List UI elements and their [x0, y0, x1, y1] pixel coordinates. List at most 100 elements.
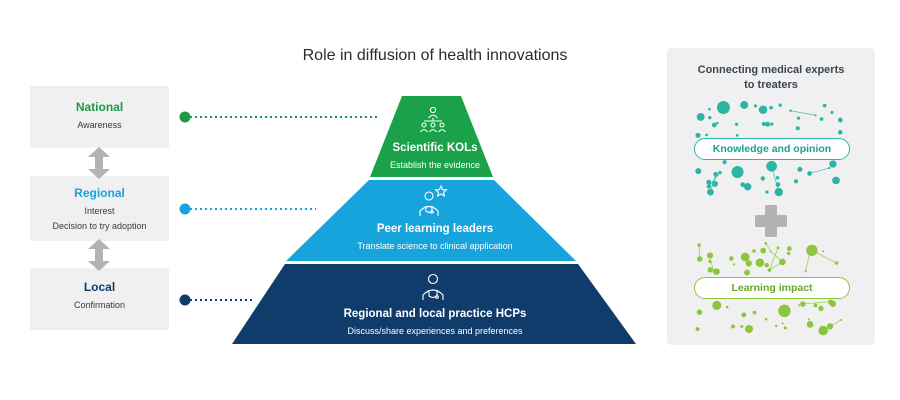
- network-node: [828, 300, 831, 303]
- network-node: [718, 170, 722, 175]
- network-node: [814, 114, 817, 117]
- tier-top-label: Scientific KOLs Establish the evidence: [370, 142, 500, 170]
- tier-description-bottom: Discuss/share experiences and preference…: [347, 326, 523, 336]
- network-node: [745, 325, 754, 334]
- network-node: [755, 258, 765, 268]
- teal-network-graphic: [695, 100, 843, 197]
- network-node: [733, 263, 736, 266]
- network-node: [774, 187, 783, 197]
- pyramid-tier-bottom: [232, 264, 636, 344]
- network-node: [822, 250, 825, 253]
- network-node: [800, 301, 806, 307]
- network-node: [765, 190, 769, 194]
- network-node: [765, 121, 771, 127]
- network-node: [796, 116, 801, 120]
- network-node: [826, 323, 834, 330]
- network-link: [769, 247, 779, 271]
- connector-dot-local: [179, 294, 191, 306]
- network-node: [696, 256, 703, 262]
- double-arrow-icon: [88, 239, 110, 271]
- tier-name-peer-learning-leaders: Peer learning leaders: [376, 223, 494, 235]
- network-node: [770, 122, 774, 126]
- network-node: [789, 109, 792, 113]
- panel-title: Connecting medical experts to treaters: [667, 63, 875, 93]
- network-node: [786, 246, 792, 251]
- network-node: [837, 129, 843, 135]
- network-node: [764, 317, 768, 321]
- level-stage-awareness: Awareness: [77, 120, 122, 130]
- network-node: [745, 104, 748, 107]
- network-node: [708, 107, 711, 111]
- network-node: [797, 166, 803, 172]
- network-node: [729, 256, 734, 261]
- network-node: [695, 132, 701, 138]
- network-node: [766, 160, 777, 172]
- group-hierarchy-icon: [420, 106, 446, 133]
- network-node: [713, 268, 720, 275]
- network-node: [752, 310, 757, 315]
- network-node: [761, 121, 766, 127]
- network-node: [740, 324, 744, 329]
- network-node: [695, 168, 702, 175]
- network-node: [840, 318, 843, 321]
- network-node: [828, 166, 831, 170]
- network-node: [706, 184, 712, 189]
- network-node: [778, 304, 791, 318]
- network-node: [764, 262, 769, 268]
- network-node: [760, 247, 767, 254]
- network-node: [712, 300, 722, 310]
- network-node: [786, 251, 791, 256]
- network-node: [740, 100, 749, 109]
- network-node: [741, 312, 747, 318]
- network-node: [705, 133, 709, 137]
- network-node: [716, 121, 719, 125]
- network-node: [708, 115, 712, 120]
- network-node: [804, 270, 807, 273]
- connector-dot-national: [179, 111, 191, 123]
- network-node: [753, 104, 758, 108]
- tier-description-middle: Translate science to clinical applicatio…: [357, 241, 513, 251]
- learning-impact-pill: Learning impact: [694, 277, 850, 299]
- network-graphics: [695, 100, 843, 336]
- plus-icon: [755, 205, 787, 237]
- double-arrow-icon: [88, 147, 110, 179]
- connector-dot-regional: [179, 203, 191, 215]
- network-node: [740, 182, 746, 188]
- network-node: [832, 176, 840, 185]
- level-name-local: Local: [83, 280, 116, 294]
- network-node: [735, 133, 739, 137]
- network-node: [818, 305, 824, 312]
- network-link: [765, 243, 772, 252]
- network-link: [790, 110, 816, 116]
- network-node: [806, 244, 818, 256]
- network-node: [764, 241, 768, 245]
- diagram-title: Role in diffusion of health innovations: [302, 47, 568, 64]
- experts-panel: Connecting medical experts to treaters K…: [667, 48, 875, 345]
- knowledge-opinion-pill: Knowledge and opinion: [694, 138, 850, 160]
- level-stage-decision: Decision to try adoption: [52, 221, 147, 231]
- network-node: [769, 250, 772, 253]
- network-node: [775, 324, 778, 328]
- network-node: [696, 112, 705, 121]
- network-node: [740, 252, 750, 262]
- level-stage-confirmation: Confirmation: [73, 300, 126, 310]
- network-node: [752, 249, 756, 253]
- network-node: [712, 180, 719, 187]
- level-name-regional: Regional: [74, 186, 125, 200]
- panel-title-line-1: Connecting medical experts: [697, 64, 845, 76]
- network-node: [793, 179, 799, 184]
- tier-bottom-label: Regional and local practice HCPs Discuss…: [260, 308, 610, 336]
- network-node: [711, 122, 717, 128]
- panel-title-line-2: to treaters: [744, 79, 798, 91]
- network-node: [697, 243, 701, 247]
- network-node: [743, 182, 752, 191]
- network-node: [760, 176, 766, 181]
- tier-name-practice-hcps: Regional and local practice HCPs: [343, 308, 527, 320]
- pyramid-tier-top: [370, 96, 493, 177]
- level-box-local: Local Confirmation: [30, 268, 169, 330]
- network-node: [818, 325, 829, 336]
- tier-middle-label: Peer learning leaders Translate science …: [300, 223, 570, 251]
- network-node: [813, 303, 818, 308]
- network-node: [798, 304, 801, 307]
